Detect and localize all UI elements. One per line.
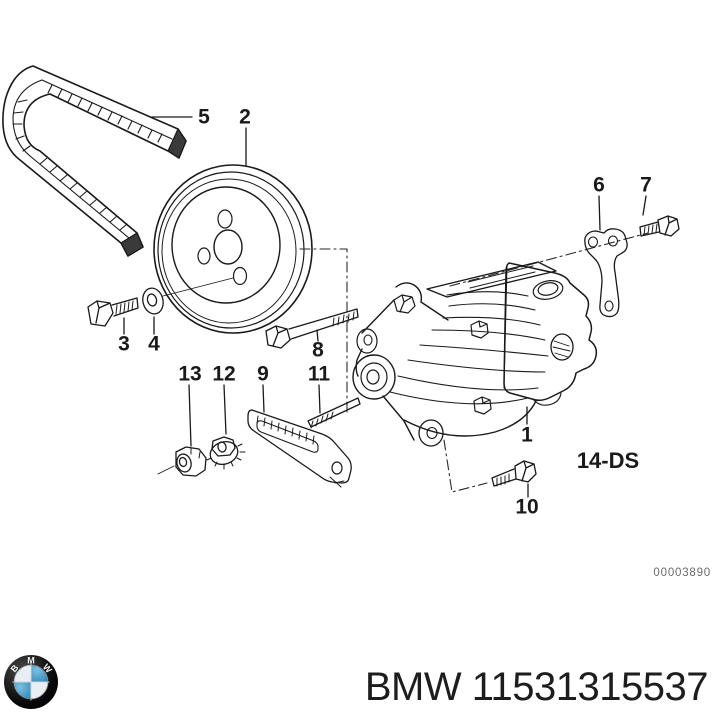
- mount-bolt: [491, 460, 537, 487]
- power-steering-pump: [352, 261, 598, 447]
- part-number: 11531315537: [471, 665, 709, 709]
- doc-number: 00003890: [653, 567, 711, 579]
- bracket-bolt: [639, 215, 680, 237]
- callout-8: 8: [312, 338, 324, 362]
- exploded-view-drawing: [2, 65, 680, 498]
- callout-3: 3: [118, 332, 130, 356]
- v-belt: [2, 65, 187, 257]
- axis-line: [162, 277, 234, 297]
- callout-2: 2: [239, 105, 251, 129]
- pulley: [153, 164, 313, 334]
- callout-1: 1: [521, 423, 533, 447]
- support-bracket: [584, 228, 628, 318]
- callout-13: 13: [178, 362, 202, 386]
- leader-lines: [123, 116, 647, 498]
- brand-text: BMW: [364, 665, 462, 709]
- callout-6: 6: [593, 173, 605, 197]
- washer: [142, 287, 164, 315]
- pulley-center-hole: [213, 229, 243, 265]
- callout-10: 10: [515, 495, 539, 519]
- callout-5: 5: [198, 105, 210, 129]
- bmw-logo: B M W: [4, 655, 58, 709]
- callout-4: 4: [148, 332, 160, 356]
- callout-9: 9: [257, 362, 269, 386]
- callout-12: 12: [212, 362, 236, 386]
- center-lines: [299, 232, 649, 493]
- pulley-bolt-hole: [197, 247, 211, 265]
- pulley-bolt-hole: [217, 209, 233, 229]
- callout-7: 7: [640, 173, 652, 197]
- long-bolt: [265, 308, 359, 349]
- pulley-bolt-hole: [232, 266, 248, 286]
- hex-nut: [157, 446, 207, 477]
- part-number-line: BMW 11531315537: [364, 665, 709, 710]
- logo-letter-b: B: [9, 662, 21, 674]
- callout-11: 11: [307, 362, 331, 386]
- serrated-nut: [206, 436, 246, 470]
- toothed-bracket: [247, 409, 352, 488]
- pulley-bolt: [87, 297, 139, 327]
- stud: [307, 397, 361, 429]
- logo-letter-m: M: [27, 656, 35, 666]
- variant-code-label: 14-DS: [576, 448, 640, 473]
